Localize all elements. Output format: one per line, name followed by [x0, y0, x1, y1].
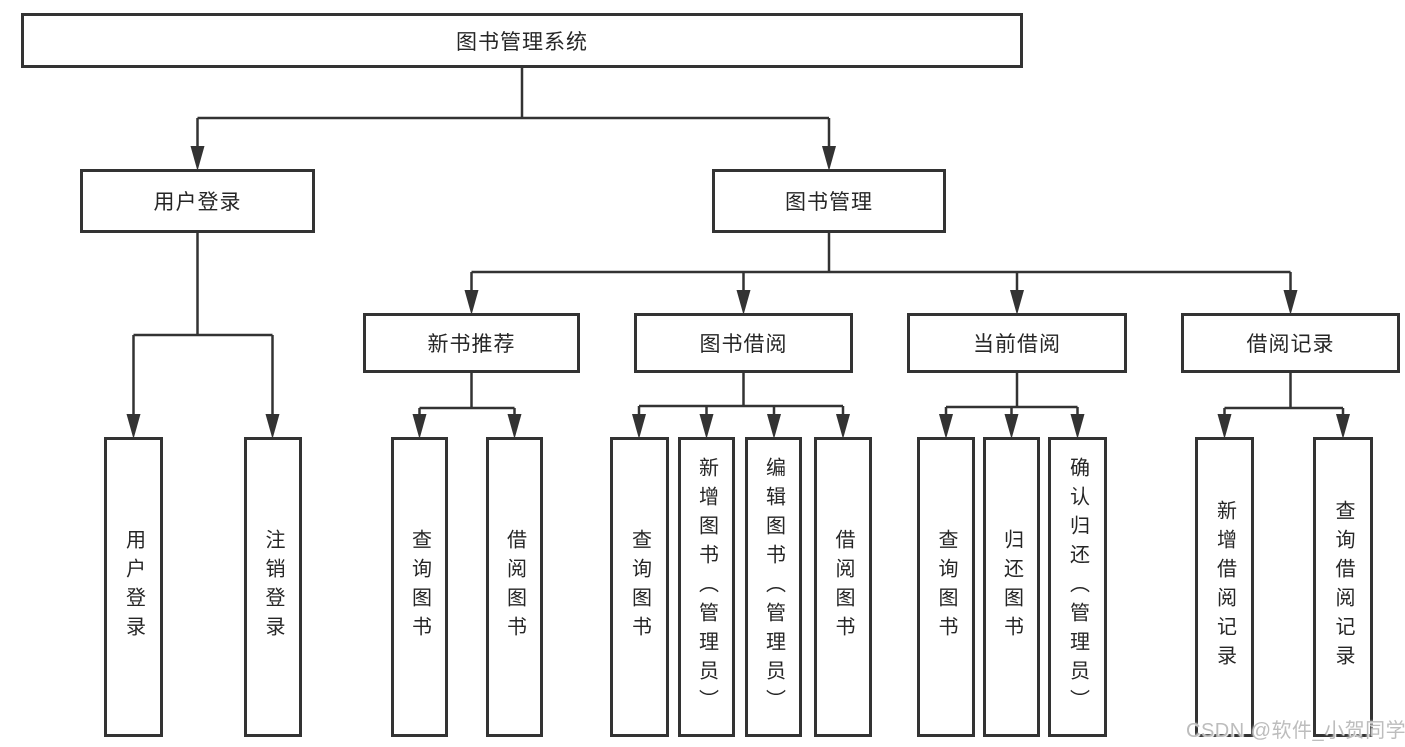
- leaf-user-login: 用户登录: [104, 437, 163, 737]
- leaf-borrow-add-books-admin-label: 新增图书（管理员）: [695, 456, 718, 718]
- leaf-borrow-query-books: 查询图书: [610, 437, 669, 737]
- csdn-watermark: CSDN @软件_小贺同学: [1186, 720, 1405, 742]
- leaf-borrow-borrow-books-label: 借阅图书: [832, 529, 854, 645]
- leaf-user-login-label: 用户登录: [122, 529, 145, 645]
- leaf-logout: 注销登录: [244, 437, 302, 737]
- leaf-recommend-borrow-books-label: 借阅图书: [503, 529, 526, 645]
- leaf-records-add-borrow-record: 新增借阅记录: [1195, 437, 1254, 737]
- leaf-borrow-edit-books-admin-label: 编辑图书（管理员）: [762, 456, 785, 718]
- node-user-login-label: 用户登录: [153, 191, 242, 214]
- leaf-borrow-borrow-books: 借阅图书: [814, 437, 872, 737]
- leaf-records-query-borrow-record: 查询借阅记录: [1313, 437, 1373, 737]
- node-user-login: 用户登录: [80, 169, 315, 233]
- node-current-borrowing: 当前借阅: [907, 313, 1127, 373]
- leaf-current-return-books: 归还图书: [983, 437, 1040, 737]
- leaf-current-query-books: 查询图书: [917, 437, 975, 737]
- leaf-borrow-edit-books-admin: 编辑图书（管理员）: [745, 437, 802, 737]
- leaf-current-confirm-return-admin: 确认归还（管理员）: [1048, 437, 1107, 737]
- node-current-borrowing-label: 当前借阅: [973, 333, 1061, 356]
- node-borrowing-records-label: 借阅记录: [1246, 333, 1335, 356]
- leaf-current-query-books-label: 查询图书: [935, 529, 957, 645]
- node-book-management: 图书管理: [712, 169, 946, 233]
- node-book-borrowing-label: 图书借阅: [699, 333, 788, 356]
- leaf-logout-label: 注销登录: [262, 529, 284, 645]
- leaf-recommend-query-books: 查询图书: [391, 437, 448, 737]
- node-book-borrowing: 图书借阅: [634, 313, 853, 373]
- node-library-system-label: 图书管理系统: [456, 30, 588, 54]
- leaf-records-query-borrow-record-label: 查询借阅记录: [1332, 500, 1354, 674]
- leaf-borrow-add-books-admin: 新增图书（管理员）: [678, 437, 735, 737]
- leaf-current-return-books-label: 归还图书: [1000, 529, 1023, 645]
- leaf-borrow-query-books-label: 查询图书: [628, 529, 651, 645]
- leaf-recommend-borrow-books: 借阅图书: [486, 437, 543, 737]
- leaf-current-confirm-return-admin-label: 确认归还（管理员）: [1066, 456, 1089, 718]
- node-new-book-recommend: 新书推荐: [363, 313, 580, 373]
- node-new-book-recommend-label: 新书推荐: [427, 333, 516, 356]
- node-borrowing-records: 借阅记录: [1181, 313, 1400, 373]
- leaf-recommend-query-books-label: 查询图书: [408, 529, 431, 645]
- node-book-management-label: 图书管理: [785, 191, 873, 214]
- leaf-records-add-borrow-record-label: 新增借阅记录: [1213, 500, 1236, 674]
- node-library-system: 图书管理系统: [21, 13, 1023, 68]
